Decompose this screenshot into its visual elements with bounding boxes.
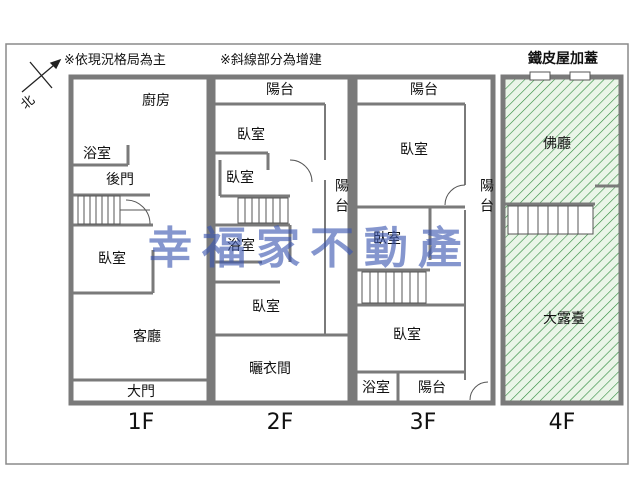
room-2f-bath: 浴室 [227,237,255,254]
room-2f-laundry: 曬衣間 [249,361,291,377]
staircase-4f [507,205,594,235]
room-4f-terrace: 大露臺 [543,311,585,327]
staircase-2f [237,159,313,224]
room-3f-bedroom-b: 臥室 [373,230,401,247]
room-2f-bedroom-a: 臥室 [237,126,265,143]
room-3f-bedroom-c: 臥室 [393,326,421,343]
room-1f-bedroom: 臥室 [98,250,126,267]
roof-addition-label: 鐵皮屋加蓋 [528,50,598,67]
room-1f-main-door: 大門 [127,384,155,400]
room-1f-bath: 浴室 [83,145,111,162]
north-label: 北 [18,93,38,113]
note-as-built: ※依現況格局為主 [64,53,166,68]
note-hatched: ※斜線部分為增建 [220,53,322,68]
outer-frame [5,43,629,465]
room-1f-kitchen: 廚房 [142,92,170,109]
floor-3f-plan [352,74,496,406]
room-3f-bedroom-a: 臥室 [400,141,428,158]
room-2f-side-balcony: 陽台 [333,178,349,218]
floor-label-4f: 4F [548,410,576,435]
room-1f-living: 客廳 [133,328,161,345]
floor-4f-plan [500,71,624,406]
room-2f-bedroom-b: 臥室 [226,169,254,186]
room-4f-shrine: 佛廳 [543,135,571,152]
floor-label-1f: 1F [127,410,155,435]
floor-1f-plan [68,74,212,406]
room-2f-bedroom-c: 臥室 [252,298,280,315]
staircase-3f [361,184,489,401]
staircase-1f [77,195,151,225]
room-3f-balcony-b: 陽台 [418,380,446,396]
room-3f-bath: 浴室 [362,379,390,396]
room-3f-balcony: 陽台 [410,82,438,98]
north-arrow-icon [21,58,62,93]
room-1f-back-door: 後門 [106,172,134,188]
room-2f-balcony: 陽台 [266,82,294,98]
floor-label-2f: 2F [266,410,294,435]
watermark: 幸福家不動產 [148,223,472,274]
floor-label-3f: 3F [409,410,437,435]
room-3f-side-balcony: 陽台 [478,178,494,218]
floor-2f-plan [210,74,353,406]
